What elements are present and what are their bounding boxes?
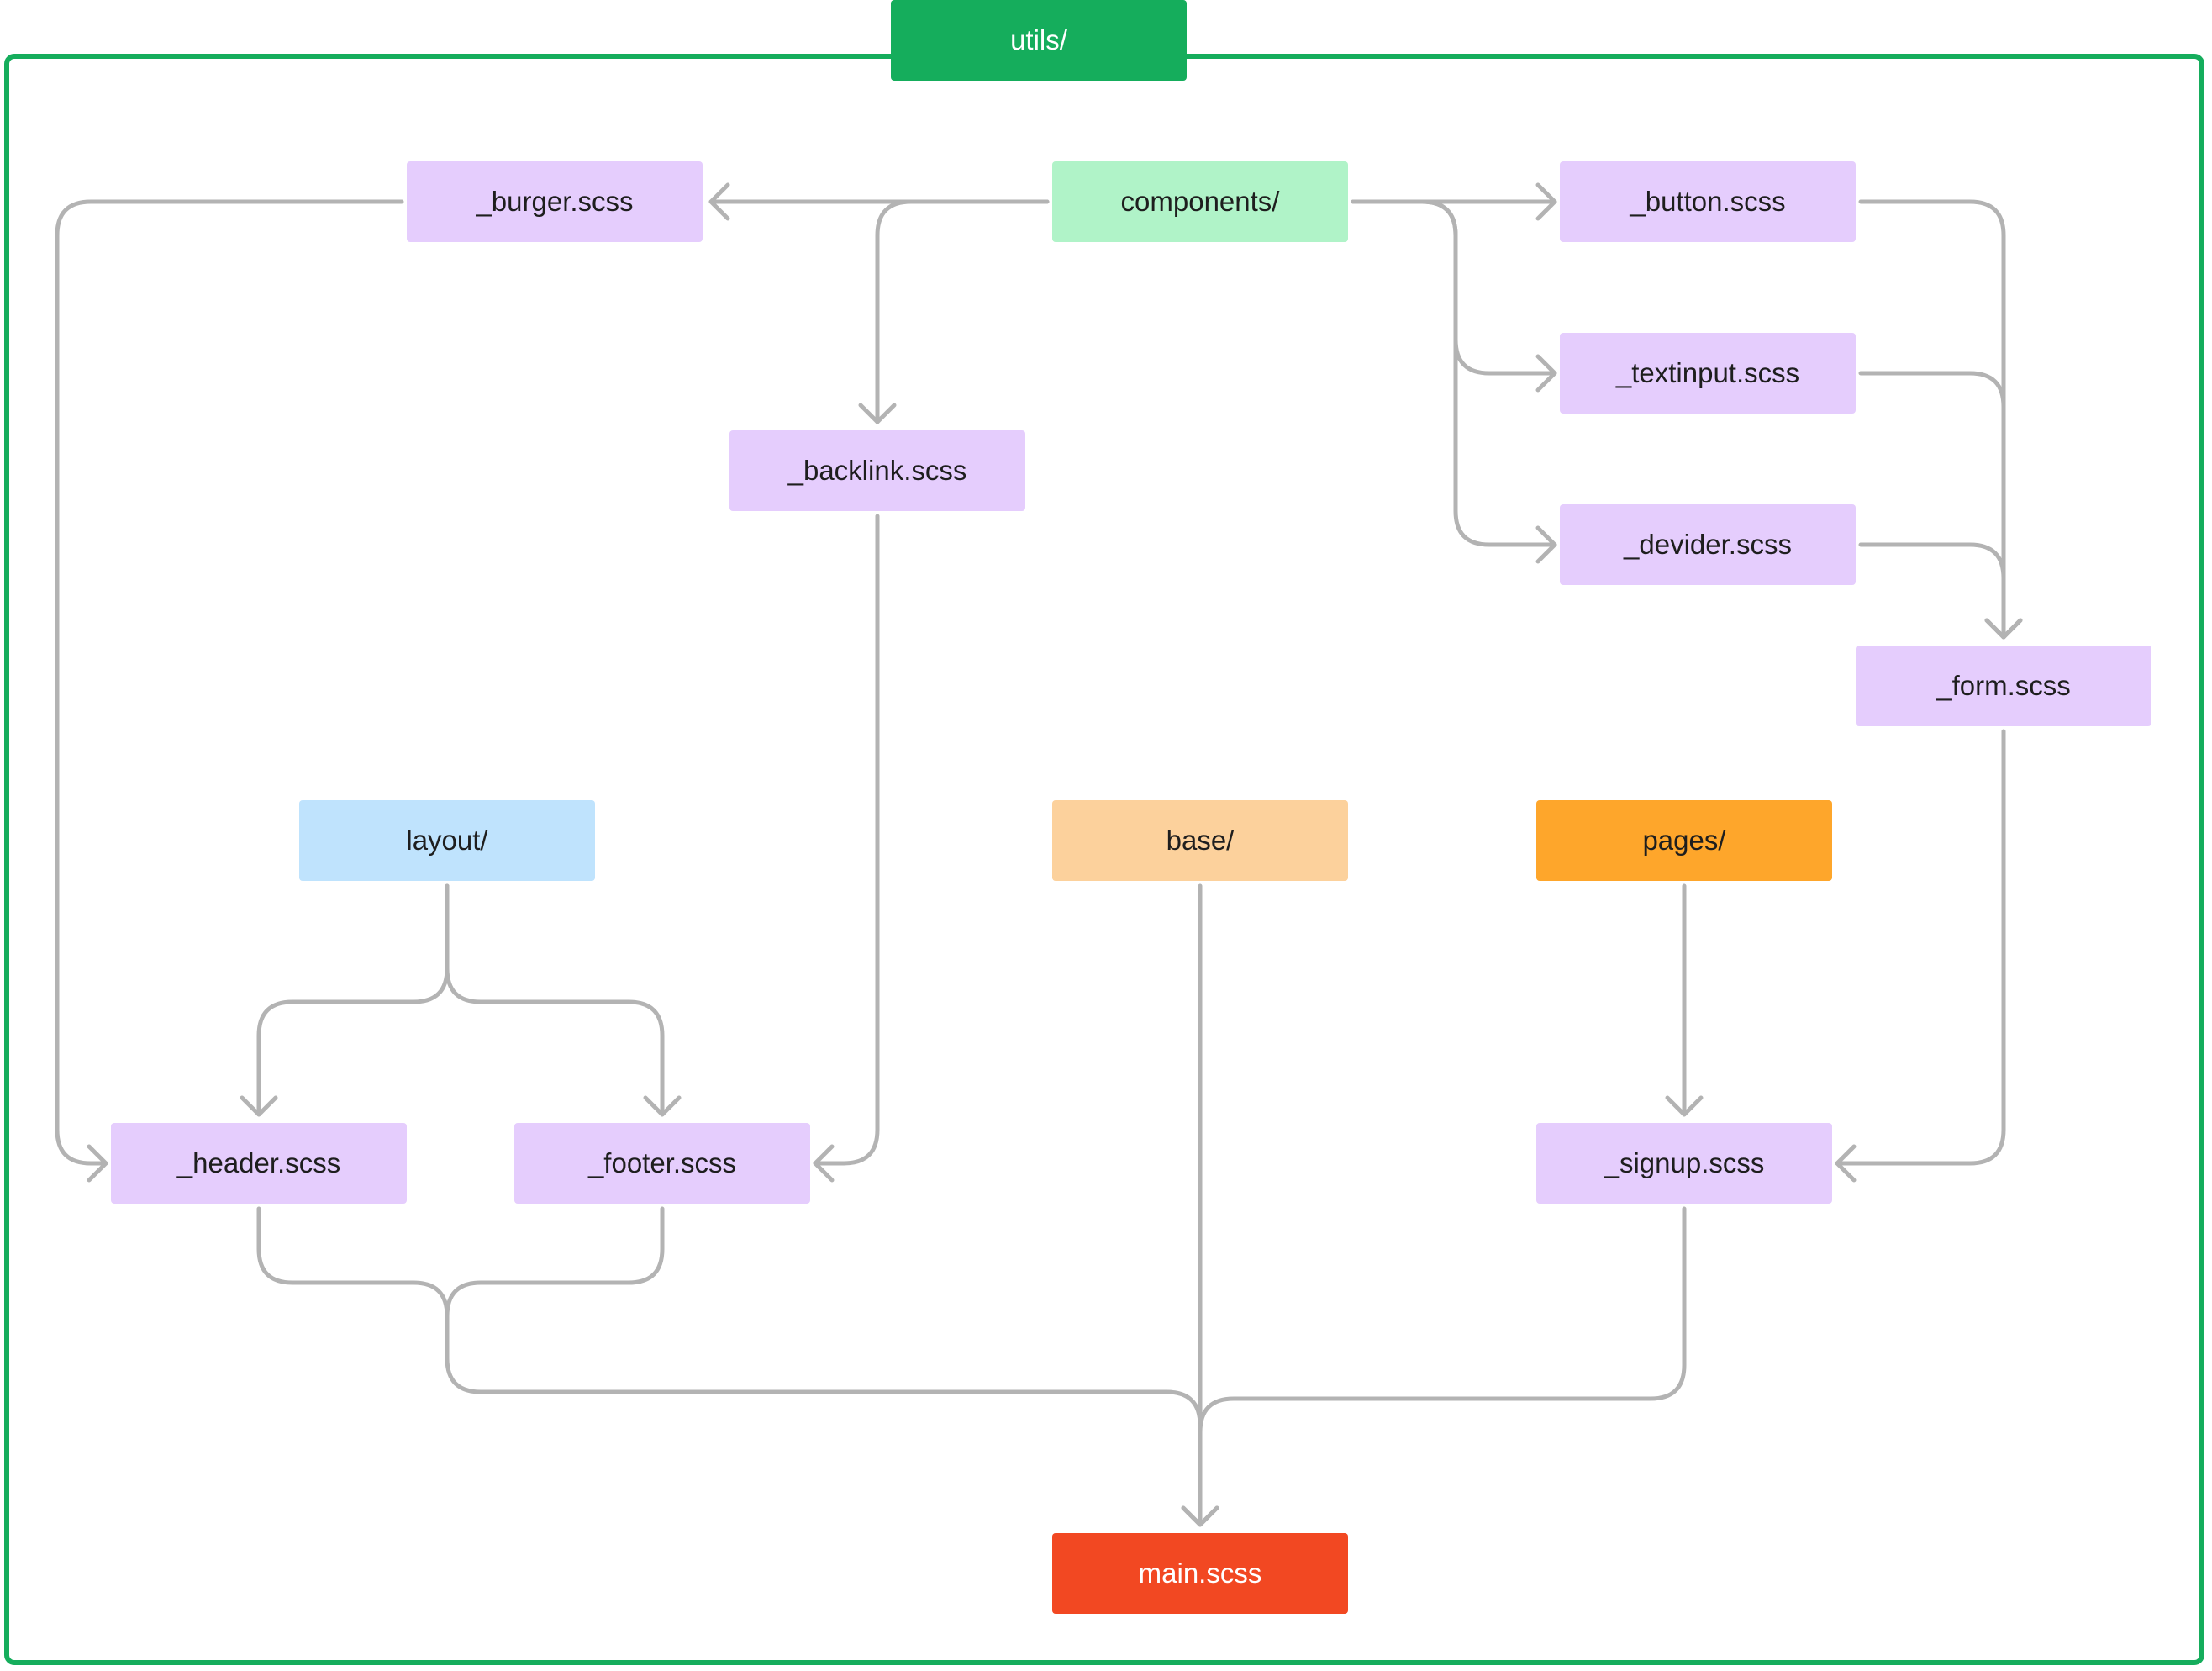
edge-signup-to-main <box>1198 1206 1687 1435</box>
arrowhead-icon <box>1835 1144 1856 1183</box>
edge-header-to-main <box>256 1206 1219 1527</box>
node-base[interactable]: base/ <box>1052 800 1348 881</box>
edge-components-to-backlink <box>858 199 1050 424</box>
edge-line <box>1858 371 2006 640</box>
edge-form-to-signup <box>1835 729 2006 1183</box>
node-label: pages/ <box>1642 825 1726 856</box>
utils-frame-label: utils/ <box>891 0 1187 81</box>
edge-line <box>1858 542 2006 640</box>
edge-backlink-to-footer <box>813 514 880 1183</box>
node-label: _backlink.scss <box>787 455 967 486</box>
arrowhead-icon <box>1181 1505 1219 1527</box>
edge-line <box>813 514 880 1166</box>
edge-components-to-devider <box>1351 199 1557 564</box>
node-devider[interactable]: _devider.scss <box>1560 504 1856 585</box>
edge-line <box>1858 199 2006 640</box>
arrowhead-icon <box>87 1144 108 1183</box>
node-label: _footer.scss <box>587 1147 737 1178</box>
edge-line <box>875 199 1050 424</box>
arrowhead-icon <box>643 1095 682 1117</box>
node-footer[interactable]: _footer.scss <box>514 1123 810 1204</box>
edge-line <box>55 199 404 1166</box>
node-button[interactable]: _button.scss <box>1560 161 1856 242</box>
edge-layout-to-footer <box>445 883 682 1117</box>
edge-footer-to-main <box>445 1206 665 1319</box>
node-label: layout/ <box>406 825 488 856</box>
edge-button-to-form <box>1858 199 2023 640</box>
node-backlink[interactable]: _backlink.scss <box>729 430 1025 511</box>
edge-line <box>1198 1206 1687 1435</box>
arrowhead-icon <box>240 1095 278 1117</box>
node-header[interactable]: _header.scss <box>111 1123 407 1204</box>
arrowhead-icon <box>1535 182 1557 221</box>
node-main[interactable]: main.scss <box>1052 1533 1348 1614</box>
edge-burger-to-header <box>55 199 404 1183</box>
node-burger[interactable]: _burger.scss <box>407 161 703 242</box>
edge-line <box>1835 729 2006 1166</box>
edge-devider-to-form <box>1858 542 2023 640</box>
edge-line <box>256 1206 1203 1527</box>
arrowhead-icon <box>858 403 897 424</box>
node-textinput[interactable]: _textinput.scss <box>1560 333 1856 414</box>
edge-line <box>256 883 450 1117</box>
node-label: _header.scss <box>176 1147 341 1178</box>
node-label: _button.scss <box>1630 186 1786 217</box>
edge-textinput-to-form <box>1858 371 2023 640</box>
node-form[interactable]: _form.scss <box>1856 646 2151 726</box>
edge-line <box>445 883 665 1117</box>
node-label: _devider.scss <box>1624 529 1792 560</box>
arrowhead-icon <box>1535 354 1557 393</box>
node-label: _signup.scss <box>1604 1147 1765 1178</box>
node-pages[interactable]: pages/ <box>1536 800 1832 881</box>
node-components[interactable]: components/ <box>1052 161 1348 242</box>
node-label: main.scss <box>1138 1558 1262 1589</box>
node-layout[interactable]: layout/ <box>299 800 595 881</box>
edge-pages-to-signup <box>1665 883 1704 1117</box>
node-label: base/ <box>1166 825 1235 856</box>
node-signup[interactable]: _signup.scss <box>1536 1123 1832 1204</box>
node-label: _textinput.scss <box>1615 357 1800 388</box>
node-label: components/ <box>1120 186 1280 217</box>
arrowhead-icon <box>813 1144 835 1183</box>
edge-line <box>1351 199 1557 547</box>
node-label: _burger.scss <box>476 186 634 217</box>
edge-line <box>445 1206 665 1319</box>
arrowhead-icon <box>1665 1095 1704 1117</box>
node-label: _form.scss <box>1936 670 2071 701</box>
arrowhead-icon <box>708 182 730 221</box>
edge-layout-to-header <box>240 883 450 1117</box>
arrowhead-icon <box>1984 618 2023 640</box>
arrowhead-icon <box>1535 525 1557 564</box>
